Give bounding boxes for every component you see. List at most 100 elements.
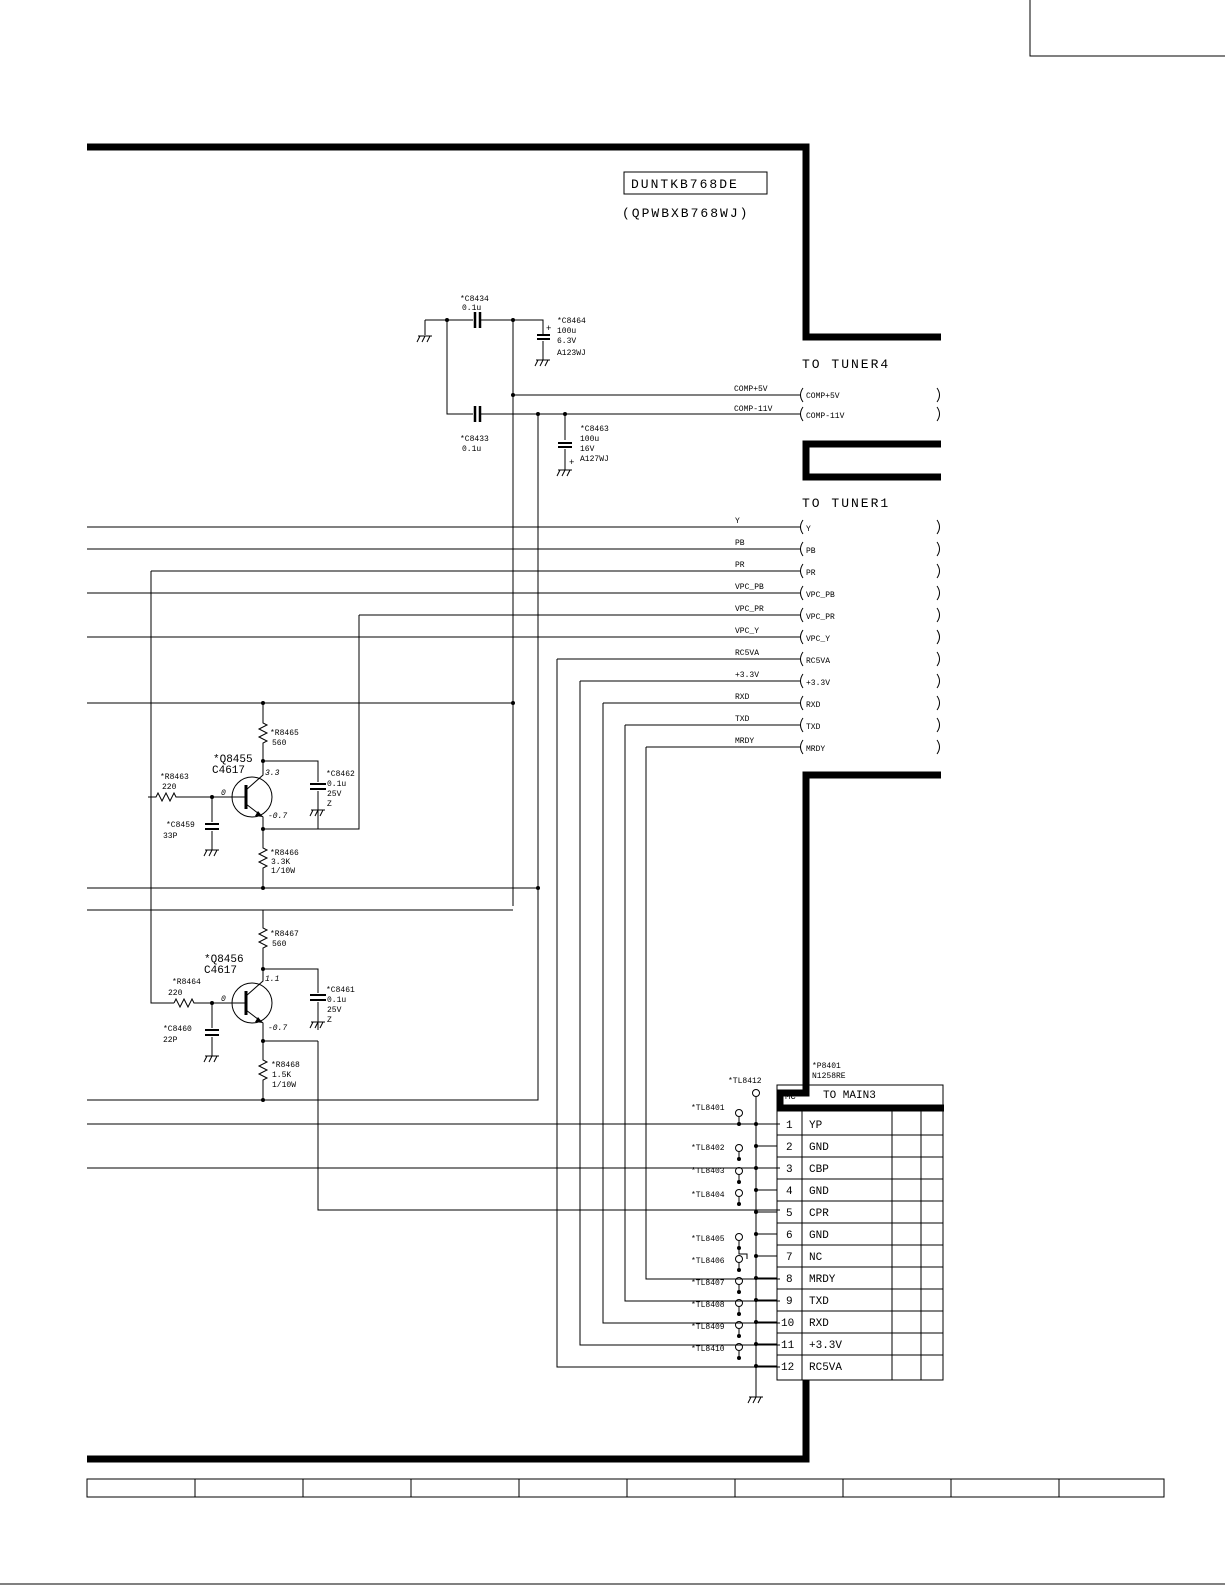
junction-dot [737,1334,741,1338]
tuner4-pin-comp5v: COMP+5V [806,392,840,401]
main3-type: N1258RE [812,1072,846,1081]
tuner1-pin-label: MRDY [806,745,825,754]
tuner1-net-label: +3.3V [735,671,759,680]
main3-pin-number: 5 [786,1208,793,1220]
c8461-ref: *C8461 [326,986,355,995]
r8465-ref: *R8465 [270,729,299,738]
main3-pin-name: +3.3V [809,1340,842,1352]
test-point-label: *TL8404 [691,1191,725,1200]
main3-pin-name: YP [809,1120,823,1132]
q8455-stage [87,701,540,890]
tuner4-connector: COMP+5V COMP-11V [800,387,940,422]
c8434-value: 0.1u [462,304,481,313]
c8461-value: 0.1u [327,996,346,1005]
c8461-voltage: 25V [327,1006,342,1015]
tuner1-pin-label: TXD [806,723,821,732]
test-point-label: *TL8402 [691,1144,725,1153]
q8456-type: C4617 [204,965,237,977]
tuner1-pin-label: RC5VA [806,657,830,666]
main3-pin-number: 1 [786,1120,793,1132]
r8465-value: 560 [272,739,287,748]
r8468-value: 1.5K [272,1071,291,1080]
main3-pin-name: GND [809,1186,829,1198]
tuner1-pin-label: PB [806,547,816,556]
q8456-collector-voltage: 1.1 [265,975,280,984]
junction-dot [737,1356,741,1360]
main3-pin-name: RC5VA [809,1362,842,1374]
tuner4-title: TO TUNER4 [802,357,890,372]
q8455-base-voltage: 0 [221,789,226,798]
test-point-label: *TL8403 [691,1167,725,1176]
tuner1-pin-bracket [800,563,940,579]
tuner1-net-label: VPC_PR [735,605,764,614]
svg-text:+: + [569,458,574,468]
c8464-ref: *C8464 [557,317,586,326]
c8460-ref: *C8460 [163,1025,192,1034]
test-point-label: *TL8407 [691,1279,725,1288]
tuner1-pin-bracket [800,717,940,733]
c8464-value: 100u [557,327,576,336]
main3-pin-name: GND [809,1230,829,1242]
test-point-label: *TL8401 [691,1104,725,1113]
q8455-ref: *Q8455 [213,754,253,766]
tl8412-test-point [752,1089,760,1109]
r8463-value: 220 [162,783,177,792]
tuner1-pin-label: VPC_Y [806,635,830,644]
board-outline [87,143,944,1463]
test-point-circle [735,1321,743,1329]
tuner1-pin-label: Y [806,525,811,534]
junction-dot [737,1290,741,1294]
main3-pin-number: 3 [786,1164,793,1176]
title-block-strip [86,1478,1165,1498]
main3-signal-lines [87,1109,780,1404]
tuner1-connector: YYPBPBPRPRVPC_PBVPC_PBVPC_PRVPC_PRVPC_YV… [735,517,940,755]
c8462-ref: *C8462 [326,770,355,779]
test-point-label: *TL8405 [691,1235,725,1244]
page-corner-box [1029,0,1225,57]
tuner1-title: TO TUNER1 [802,496,890,511]
comp-section-labels: *C8434 0.1u *C8464 100u 6.3V A123WJ *C84… [460,295,609,464]
test-point-circle [735,1299,743,1307]
test-point-circle [735,1109,743,1117]
main3-pin-number: 7 [786,1252,793,1264]
test-point-label: *TL8410 [691,1345,725,1354]
tuner1-pin-bracket [800,519,940,535]
main3-pin-number: 2 [786,1142,793,1154]
test-point-label: *TL8408 [691,1301,725,1310]
tuner1-net-label: TXD [735,715,750,724]
tuner1-net-label: VPC_PB [735,583,764,592]
tuner1-pin-label: VPC_PR [806,613,835,622]
net-label-comp5v: COMP+5V [734,385,768,394]
transistor-labels: *R8465 560 *Q8455 C4617 *C8462 0.1u 25V … [160,729,355,1090]
tuner1-pin-bracket [800,739,940,755]
tuner4-pin-comp11v: COMP-11V [806,412,845,421]
c8463-value: 100u [580,435,599,444]
svg-text:+: + [546,324,551,334]
test-point-circle [735,1255,743,1263]
r8466-value: 3.3K [271,858,290,867]
c8434-ref: *C8434 [460,295,489,304]
q8455-type: C4617 [212,765,245,777]
tuner1-net-label: RXD [735,693,750,702]
tuner1-pin-bracket [800,585,940,601]
tuner1-pin-label: VPC_PB [806,591,835,600]
q8456-emitter-voltage: -0.7 [268,1024,287,1033]
r8466-power: 1/10W [271,867,295,876]
c8459-value: 33P [163,832,178,841]
r8464-ref: *R8464 [172,978,201,987]
test-point-label: *TL8409 [691,1323,725,1332]
junction-dot [737,1157,741,1161]
main3-pin-name: TXD [809,1296,829,1308]
tuner1-net-label: PB [735,539,745,548]
nc-link [738,1248,748,1259]
tuner1-pin-label: RXD [806,701,821,710]
board-part-number: (QPWBXB768WJ) [622,206,749,221]
junction-dot [737,1312,741,1316]
main3-pin-number: 12 [781,1362,794,1374]
main3-pin-name: MRDY [809,1274,836,1286]
q8456-stage [87,888,780,1211]
junction-dot [737,1268,741,1272]
c8462-value: 0.1u [327,780,346,789]
main3-mc: MC [785,1092,796,1102]
